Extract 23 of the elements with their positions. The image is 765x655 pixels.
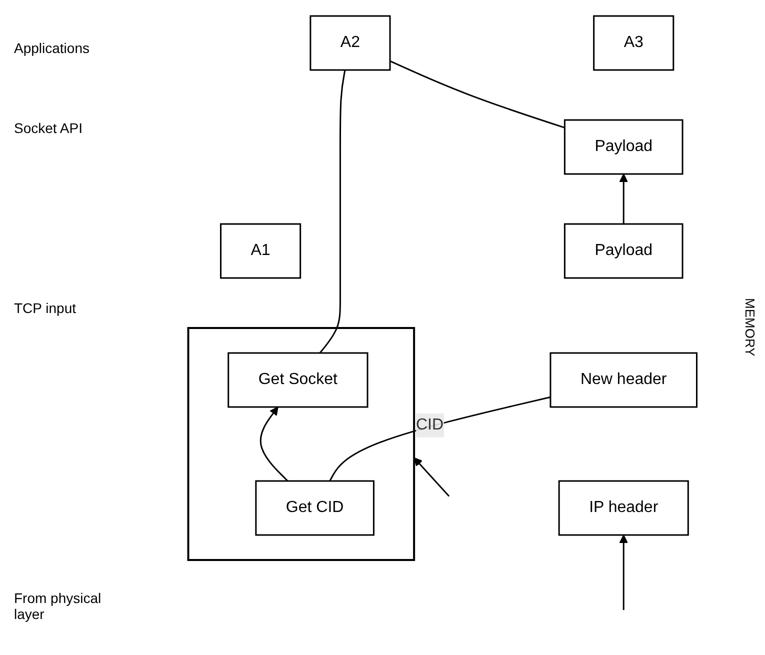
arrow xyxy=(414,456,450,496)
edge-label: CID xyxy=(416,416,444,433)
layer-label: Socket API xyxy=(14,120,84,136)
node-box: A3 xyxy=(593,14,674,70)
side-label: MEMORY xyxy=(742,298,758,357)
layer-label: TCP input xyxy=(14,300,77,316)
node-box: Payload xyxy=(564,222,684,278)
layer-label: From physical layer xyxy=(14,590,102,622)
node-box: A2 xyxy=(310,14,391,70)
node-box: Payload xyxy=(564,118,684,174)
node-box: Get Socket xyxy=(228,352,368,408)
node-box: Get CID xyxy=(255,480,374,536)
arrow xyxy=(260,406,288,482)
node-box: A1 xyxy=(220,222,302,278)
connector xyxy=(329,396,551,481)
connector xyxy=(390,60,565,128)
arrow xyxy=(619,173,628,224)
cluster xyxy=(187,326,416,560)
connector xyxy=(319,69,346,353)
layer-label: Applications xyxy=(14,40,90,56)
node-box: New header xyxy=(550,352,698,408)
node-box: IP header xyxy=(558,480,689,536)
arrow xyxy=(619,534,628,610)
